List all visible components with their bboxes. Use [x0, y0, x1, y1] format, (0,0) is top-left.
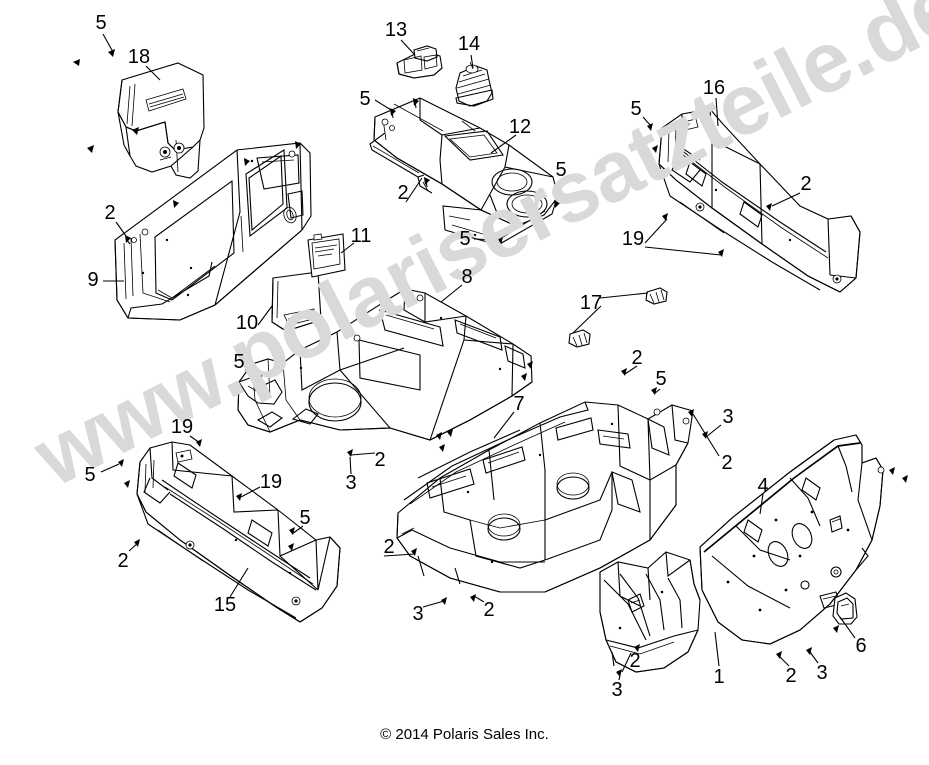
part-6-grommet — [832, 592, 858, 625]
callout-number-2: 2 — [117, 550, 129, 572]
callout-number-2: 2 — [374, 449, 386, 471]
callout-number-16: 16 — [702, 77, 726, 99]
callout-number-3: 3 — [345, 472, 357, 494]
part-17-retainer-clip — [568, 287, 668, 348]
part-18-dash-upper-pad — [117, 62, 205, 179]
part-4-rear-closeoff-panel — [699, 434, 885, 645]
callout-number-8: 8 — [461, 266, 473, 288]
callout-number-3: 3 — [611, 679, 623, 701]
callout-number-2: 2 — [629, 650, 641, 672]
callout-number-5: 5 — [459, 228, 471, 250]
part-7-main-floor-pan — [396, 401, 694, 593]
callout-number-12: 12 — [508, 116, 532, 138]
callout-number-2: 2 — [383, 536, 395, 558]
callout-number-18: 18 — [127, 46, 151, 68]
part-11-label-plate — [307, 233, 346, 278]
callout-number-5: 5 — [233, 351, 245, 373]
callout-number-19: 19 — [621, 228, 645, 250]
callout-number-19: 19 — [170, 416, 194, 438]
callout-number-9: 9 — [87, 269, 99, 291]
part-14-shift-boot — [455, 61, 494, 107]
callout-number-10: 10 — [235, 312, 259, 334]
callout-number-5: 5 — [359, 88, 371, 110]
callout-number-2: 2 — [800, 173, 812, 195]
callout-number-1: 1 — [713, 666, 725, 688]
callout-number-3: 3 — [412, 603, 424, 625]
callout-number-2: 2 — [483, 599, 495, 621]
part-13-shift-bezel-clip — [396, 45, 443, 79]
callout-number-5: 5 — [84, 464, 96, 486]
callout-number-2: 2 — [104, 202, 116, 224]
callout-number-5: 5 — [299, 507, 311, 529]
part-15-rocker-panel-left — [136, 441, 341, 623]
callout-number-7: 7 — [513, 393, 525, 415]
callout-number-2: 2 — [631, 347, 643, 369]
callout-number-17: 17 — [579, 292, 603, 314]
callout-number-11: 11 — [350, 225, 372, 247]
callout-number-13: 13 — [384, 19, 408, 41]
callout-number-4: 4 — [757, 475, 769, 497]
callout-number-15: 15 — [213, 594, 237, 616]
callout-number-5: 5 — [630, 98, 642, 120]
callout-number-5: 5 — [655, 368, 667, 390]
callout-number-14: 14 — [457, 33, 481, 55]
copyright-notice: © 2014 Polaris Sales Inc. — [380, 726, 549, 743]
callout-number-2: 2 — [397, 182, 409, 204]
callout-number-2: 2 — [785, 665, 797, 687]
callout-number-3: 3 — [816, 662, 828, 684]
callout-number-6: 6 — [855, 635, 867, 657]
part-9-dashboard-panel — [114, 142, 312, 321]
callout-number-19: 19 — [259, 471, 283, 493]
part-10-access-cover — [271, 271, 322, 332]
part-16-rocker-panel-right — [658, 108, 861, 293]
part-1-front-skid-panel — [599, 551, 701, 673]
part-8-center-tunnel-cover — [237, 288, 533, 441]
callout-leader-lines — [100, 33, 856, 681]
callout-number-3: 3 — [722, 406, 734, 428]
callout-number-2: 2 — [721, 452, 733, 474]
callout-number-5: 5 — [95, 12, 107, 34]
part-12-center-console — [369, 97, 559, 246]
callout-number-5: 5 — [555, 159, 567, 181]
